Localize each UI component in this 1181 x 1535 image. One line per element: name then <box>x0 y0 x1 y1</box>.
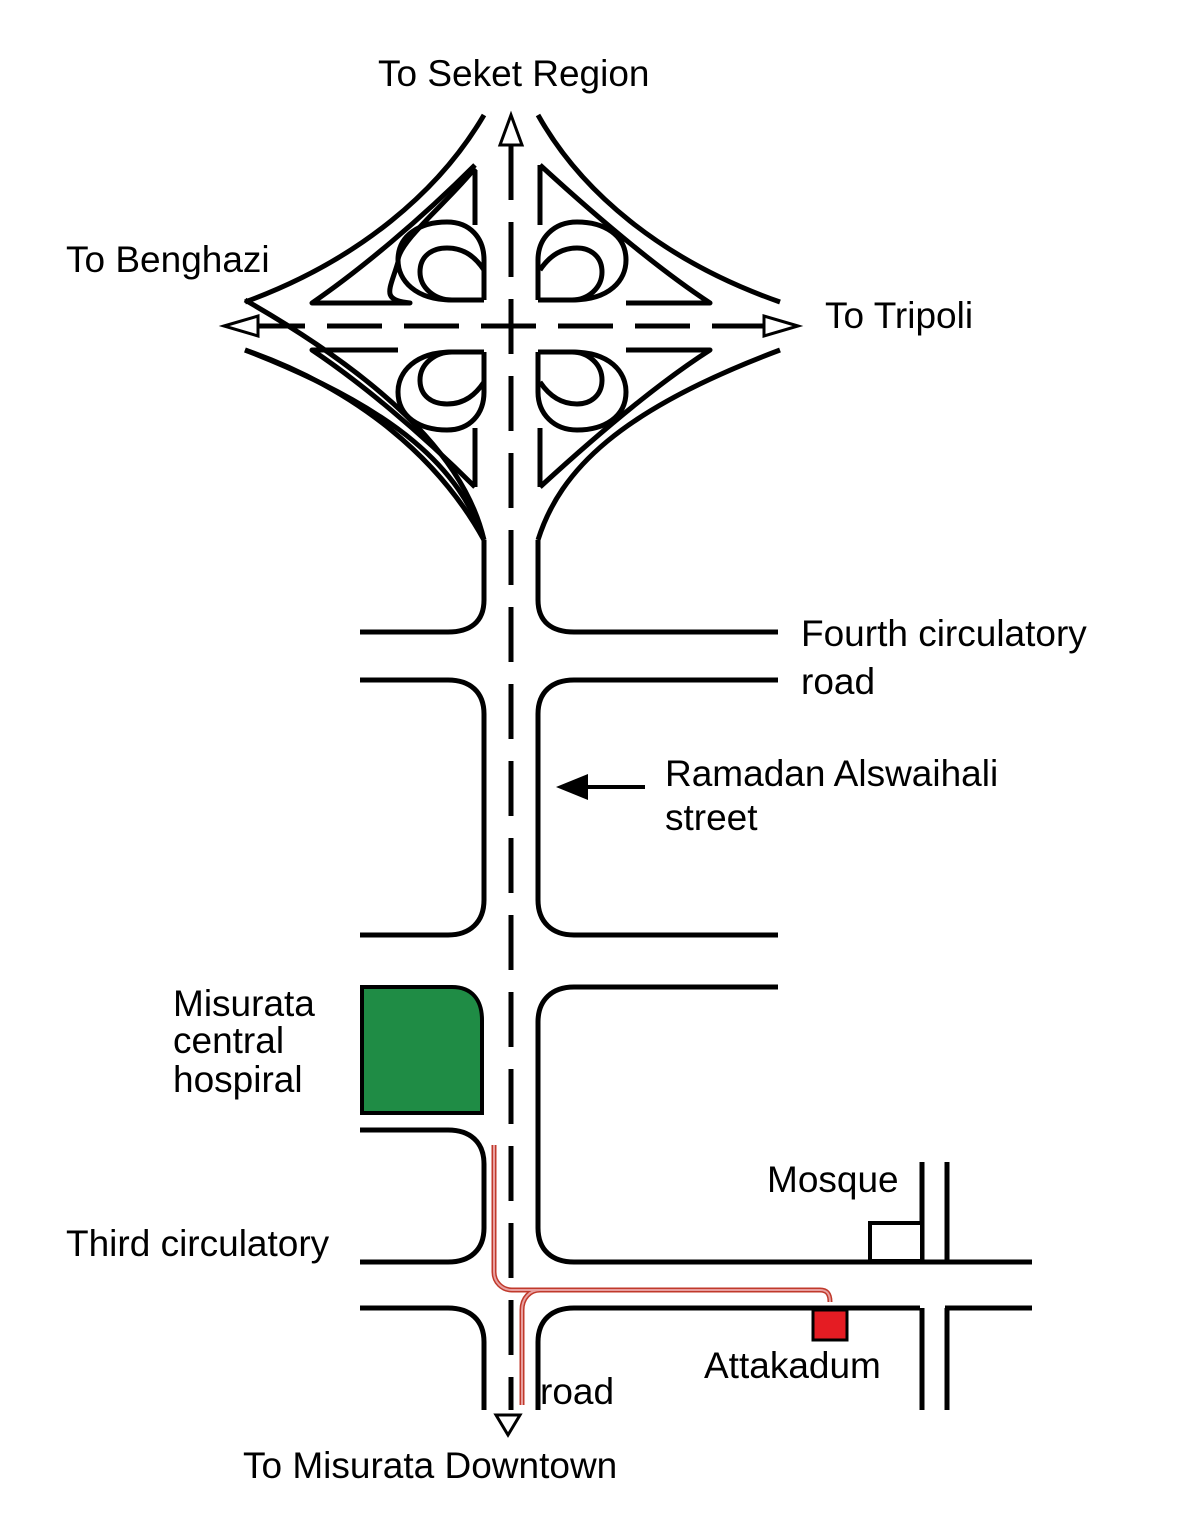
loop-nw-inner <box>417 245 487 303</box>
block-left-lower <box>360 1127 487 1265</box>
tri-se <box>537 347 713 489</box>
label-fourth-road-1: Fourth circulatory <box>801 613 1087 654</box>
interchange <box>218 113 804 542</box>
loop-sw-inner <box>417 349 487 407</box>
outer-ramp-se <box>535 347 781 541</box>
label-hospital-3: hospiral <box>173 1059 303 1100</box>
tri-sw <box>309 347 478 489</box>
block-left-upper <box>360 677 487 938</box>
edge-left-top <box>360 540 487 635</box>
edge-right-bottom <box>535 1305 920 1410</box>
hospital-block <box>360 985 484 1115</box>
route-path-inner <box>493 1145 831 1405</box>
label-fourth-road-2: road <box>801 661 875 702</box>
arrow-up-icon <box>497 110 525 147</box>
block-right-lower <box>535 984 1032 1265</box>
loop-ne-inner <box>537 245 605 303</box>
loop-se-inner <box>537 349 605 407</box>
ramadan-alswaihali-street <box>360 110 1032 1438</box>
edge-right-top <box>535 540 778 635</box>
street-pointer-icon <box>556 774 588 800</box>
arrow-right-icon <box>762 313 804 339</box>
tri-nw-edge <box>309 163 477 306</box>
block-right-upper <box>535 677 778 938</box>
loop-ne <box>535 219 629 303</box>
loop-sw <box>395 349 487 433</box>
label-east: To Tripoli <box>825 295 973 336</box>
label-third-road-1: Third circulatory <box>66 1223 330 1264</box>
label-attakadum: Attakadum <box>704 1345 881 1386</box>
outer-ramp-nw <box>243 297 487 541</box>
tri-ne <box>537 163 713 306</box>
outer-ramp-sw-b <box>244 347 487 542</box>
label-hospital-2: central <box>173 1020 284 1061</box>
outer-ramp-ne-top <box>535 113 781 305</box>
loop-nw <box>395 219 487 303</box>
label-mosque: Mosque <box>767 1159 899 1200</box>
label-hospital-1: Misurata <box>173 983 315 1024</box>
attakadum-marker <box>811 1308 849 1342</box>
mosque-building <box>868 1221 924 1263</box>
label-street-2: street <box>665 797 758 838</box>
label-south: To Misurata Downtown <box>243 1445 617 1486</box>
loop-se <box>535 349 629 433</box>
edge-left-bottom <box>360 1305 487 1410</box>
label-third-road-2: road <box>540 1371 614 1412</box>
label-west: To Benghazi <box>66 239 270 280</box>
label-north: To Seket Region <box>378 53 650 94</box>
outer-ramp-nw-top <box>244 113 487 305</box>
arrow-left-icon <box>218 313 260 339</box>
arrow-down-icon <box>493 1413 523 1438</box>
label-street-1: Ramadan Alswaihali <box>665 753 998 794</box>
